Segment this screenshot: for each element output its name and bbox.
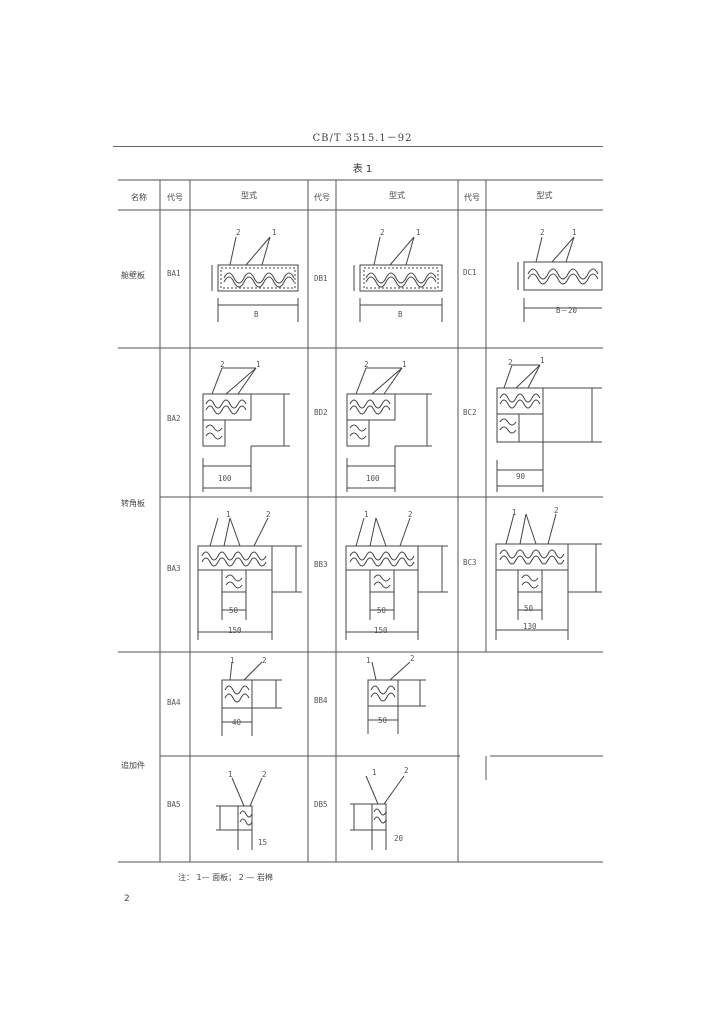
- dim-50-bc3: 50: [524, 604, 534, 613]
- code-bc2: BC2: [463, 408, 477, 417]
- callout-2-bb1: 2: [380, 228, 385, 237]
- col-header-type-2: 型式: [389, 191, 405, 200]
- callout-2-ba3: 2: [266, 510, 271, 519]
- callout-2-bb2: 2: [364, 360, 369, 369]
- callout-1-bc2: 1: [540, 356, 545, 365]
- callout-1-ba2: 1: [256, 360, 261, 369]
- dim-40-ba4: 40: [232, 718, 242, 727]
- row-label-corner-panel: 转角板: [121, 499, 145, 508]
- col-header-name: 名称: [131, 193, 147, 202]
- dim-50-bb3: 50: [377, 606, 387, 615]
- callout-1-bc3: 1: [512, 508, 517, 517]
- code-bb1: DB1: [314, 274, 328, 283]
- col-header-type-3: 型式: [536, 191, 553, 200]
- dim-50-ba3: 50: [229, 606, 239, 615]
- standard-number-header: CB/T 3515.1－92: [312, 133, 413, 144]
- dim-100-bb2: 100: [366, 474, 380, 483]
- dim-90-bc2: 90: [516, 472, 526, 481]
- table-caption: 表 1: [352, 164, 373, 175]
- col-header-code-3: 代号: [464, 193, 480, 202]
- dim-b-bb1: B: [398, 310, 403, 319]
- dim-50-bb4: 50: [378, 716, 388, 725]
- profile-ba1: [211, 236, 299, 322]
- table-note: 注： 1— 面板； 2 — 岩棉: [178, 873, 273, 882]
- row-label-wall-panel: 舱壁板: [121, 271, 145, 280]
- dim-130-bc3: 130: [523, 622, 537, 631]
- code-bc3: BC3: [463, 558, 477, 567]
- code-bb5: DB5: [314, 800, 328, 809]
- dim-b20-bc1: B－20: [556, 306, 578, 315]
- profile-bb4: [367, 661, 426, 734]
- callout-1-bb4: 1: [366, 656, 371, 665]
- header-rule: [113, 146, 603, 147]
- dim-150-bb3: 150: [374, 626, 388, 635]
- profile-bb5: [350, 775, 405, 850]
- col-header-code-2: 代号: [314, 193, 330, 202]
- callout-2-ba5: 2: [262, 770, 267, 779]
- code-bb2: BD2: [314, 408, 328, 417]
- callout-1-bc1: 1: [572, 228, 577, 237]
- page-number: 2: [124, 894, 130, 904]
- dim-100-ba2: 100: [218, 474, 232, 483]
- profile-ba5: [216, 777, 263, 850]
- callout-2-bc2: 2: [508, 358, 513, 367]
- callout-2-ba4: 2: [262, 656, 267, 665]
- callout-2-bb3: 2: [408, 510, 413, 519]
- callout-2-bb4: 2: [410, 654, 415, 663]
- code-ba2: BA2: [167, 414, 181, 423]
- dim-150-ba3: 150: [228, 626, 242, 635]
- callout-2-bc1: 2: [540, 228, 545, 237]
- callout-1-ba4: 1: [230, 656, 235, 665]
- profile-bc2: [496, 364, 602, 492]
- code-ba3: BA3: [167, 564, 181, 573]
- callout-1-bb1: 1: [416, 228, 421, 237]
- profile-ba4: [221, 661, 282, 736]
- code-bb4: BB4: [314, 696, 328, 705]
- callout-1-bb5: 1: [372, 768, 377, 777]
- callout-2-ba1: 2: [236, 228, 241, 237]
- callout-2-ba2: 2: [220, 360, 225, 369]
- col-header-code-1: 代号: [167, 193, 183, 202]
- dim-15-ba5: 15: [258, 838, 268, 847]
- callout-1-ba1: 1: [272, 228, 277, 237]
- profile-bc1: [517, 236, 603, 322]
- profile-bc3: [495, 513, 602, 640]
- profile-ba3: [197, 517, 302, 640]
- code-bc1: DC1: [463, 268, 477, 277]
- callout-2-bb5: 2: [404, 766, 409, 775]
- dim-20-bb5: 20: [394, 834, 404, 843]
- profile-bb3: [345, 517, 448, 640]
- code-ba5: BA5: [167, 800, 181, 809]
- profile-bb2: [346, 367, 432, 492]
- row-label-additional-piece: 追加件: [121, 761, 145, 770]
- callout-1-bb3: 1: [364, 510, 369, 519]
- profile-ba2: [202, 367, 290, 492]
- code-ba4: BA4: [167, 698, 181, 707]
- callout-1-bb2: 1: [402, 360, 407, 369]
- profile-bb1: [353, 236, 443, 322]
- callout-2-bc3: 2: [554, 506, 559, 515]
- dim-b-ba1: B: [254, 310, 259, 319]
- callout-1-ba3: 1: [226, 510, 231, 519]
- callout-1-ba5: 1: [228, 770, 233, 779]
- code-bb3: BB3: [314, 560, 328, 569]
- code-ba1: BA1: [167, 269, 181, 278]
- col-header-type-1: 型式: [241, 191, 257, 200]
